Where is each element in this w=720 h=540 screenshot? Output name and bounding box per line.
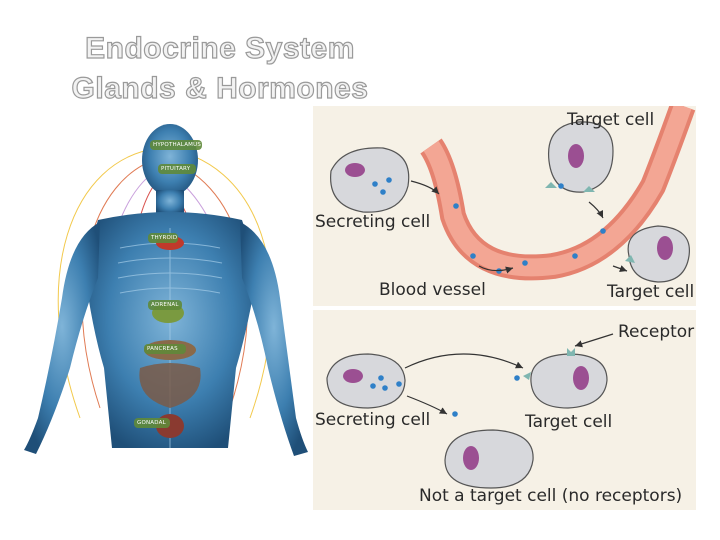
- body-illustration: HYPOTHALAMUS PITUITARY THYROID ADRENAL P…: [10, 118, 310, 490]
- gland-label-adrenal: ADRENAL: [151, 302, 179, 308]
- right-arm-shape: [240, 222, 308, 456]
- label-target-cell-top: Target cell: [567, 110, 654, 130]
- label-secreting-cell-bottom: Secreting cell: [315, 410, 430, 430]
- label-blood-vessel: Blood vessel: [379, 280, 486, 300]
- head-shape: [142, 124, 198, 196]
- title-line-1: Endocrine System: [0, 32, 440, 66]
- target-cell: [531, 354, 607, 408]
- gland-label-gonadal: GONADAL: [137, 420, 166, 426]
- non-target-cell: [445, 430, 533, 488]
- neck-shape: [156, 190, 184, 214]
- label-receptor: Receptor: [618, 322, 694, 342]
- gland-label-hypothalamus: HYPOTHALAMUS: [153, 142, 201, 148]
- gland-label-pancreas: PANCREAS: [147, 346, 178, 352]
- receptor-icon: [567, 348, 575, 356]
- local-signaling-panel: Receptor Secreting cell Target cell Not …: [313, 310, 696, 510]
- gland-label-pituitary: PITUITARY: [161, 166, 190, 172]
- secreting-cell-nucleus: [345, 163, 365, 177]
- endocrine-signaling-panel: Target cell Secreting cell Blood vessel …: [313, 106, 696, 306]
- secreting-cell: [331, 148, 409, 212]
- receptor-icon: [545, 182, 557, 188]
- gland-label-thyroid: THYROID: [151, 235, 177, 241]
- label-target-cell: Target cell: [525, 412, 612, 432]
- secreting-cell: [327, 354, 405, 408]
- label-secreting-cell-top: Secreting cell: [315, 212, 430, 232]
- label-not-target-cell: Not a target cell (no receptors): [419, 486, 682, 506]
- label-target-cell-bottom: Target cell: [607, 282, 694, 302]
- title-line-2: Glands & Hormones: [0, 72, 440, 106]
- endocrine-signaling-svg: [313, 106, 696, 306]
